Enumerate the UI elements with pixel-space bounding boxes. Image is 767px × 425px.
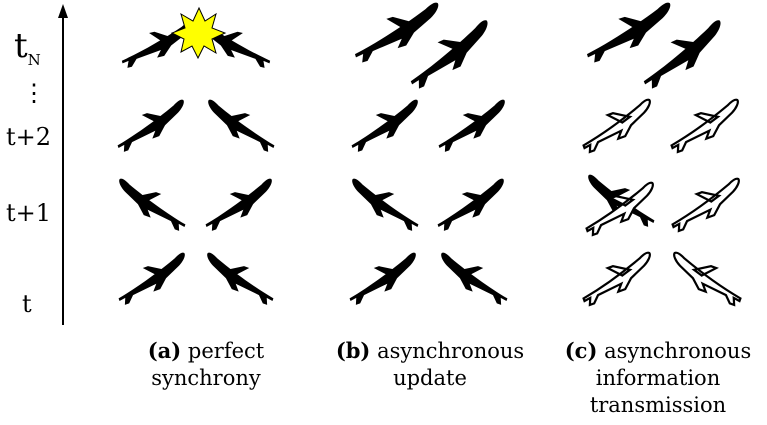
airplane-icon — [109, 178, 193, 233]
time-label-tN: tN — [14, 26, 41, 69]
airplane-icon — [430, 178, 514, 233]
airplane-icon — [198, 99, 282, 154]
airplane-icon — [342, 252, 426, 307]
caption-text: asynchronous information transmission — [589, 339, 752, 417]
airplane-icon — [664, 176, 750, 234]
column-asynchronous-update — [342, 1, 515, 307]
airplane-icon — [663, 97, 749, 155]
column-asynchronous-information-transmission — [575, 1, 750, 308]
airplane-icon — [111, 252, 195, 307]
caption-tag: (c) — [564, 338, 598, 363]
time-label-t-plus-2: t+2 — [6, 123, 51, 151]
time-axis-arrowhead — [58, 4, 68, 18]
caption-perfect-synchrony: (a) perfect synchrony — [96, 337, 316, 392]
time-axis — [58, 4, 68, 325]
caption-text: perfect synchrony — [151, 339, 265, 390]
collision-star-icon — [170, 6, 227, 60]
airplane-icon — [198, 178, 282, 233]
airplane-icon — [431, 252, 515, 307]
time-label-t-plus-1: t+1 — [6, 199, 51, 227]
airplane-icon — [575, 97, 661, 155]
time-label-t: t — [22, 290, 32, 318]
caption-text: asynchronous update — [377, 339, 525, 390]
airplane-icon — [575, 250, 661, 308]
caption-tag: (a) — [147, 338, 182, 363]
airplane-icon — [347, 1, 449, 64]
airplane-icon — [110, 99, 194, 154]
time-label-ellipsis: ⋮ — [22, 79, 46, 107]
caption-tag: (b) — [335, 338, 371, 363]
airplane-icon — [344, 99, 428, 154]
caption-asynchronous-update: (b) asynchronous update — [320, 337, 540, 392]
caption-asynchronous-information-transmission: (c) asynchronous information transmissio… — [548, 337, 767, 419]
airplane-icon — [431, 99, 515, 154]
column-perfect-synchrony — [109, 6, 282, 307]
airplane-icon — [663, 250, 749, 308]
airplane-icon — [579, 1, 681, 64]
airplane-icon — [342, 178, 426, 233]
airplane-icon — [197, 252, 281, 307]
